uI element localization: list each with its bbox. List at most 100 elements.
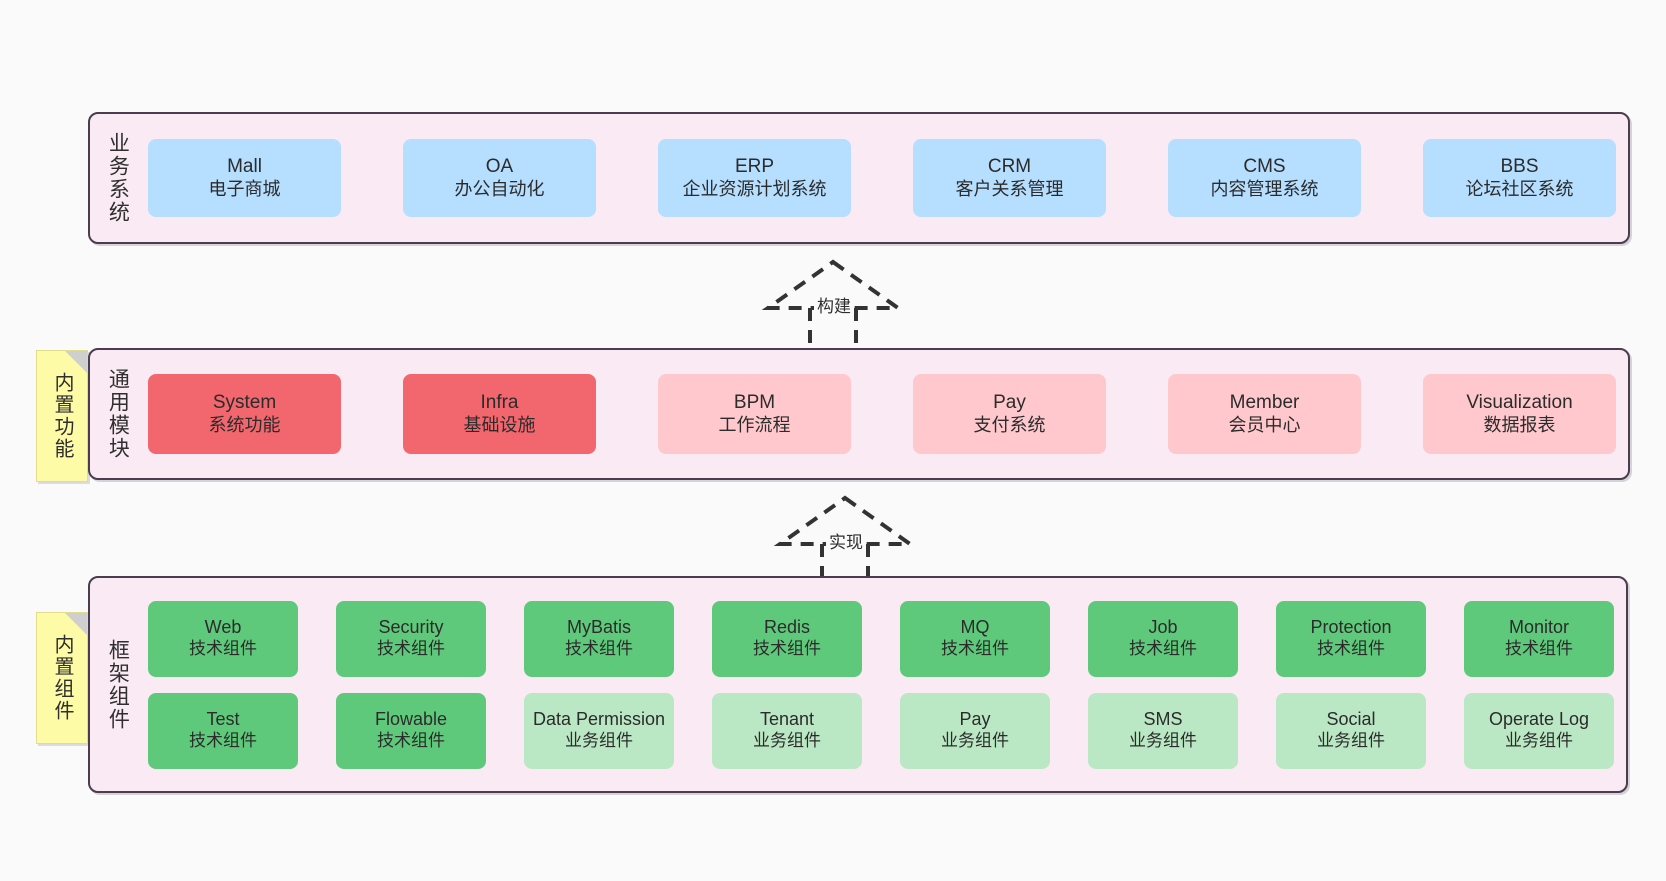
card-cms-desc: 内容管理系统 xyxy=(1210,178,1319,199)
layer-framework-row-tech: Web 技术组件 Security 技术组件 MyBatis 技术组件 Redi… xyxy=(148,600,1614,677)
card-infra[interactable]: Infra 基础设施 xyxy=(403,374,596,454)
card-social[interactable]: Social 业务组件 xyxy=(1276,692,1426,769)
card-erp-desc: 企业资源计划系统 xyxy=(682,178,827,199)
layer-framework-inner: 框架组件 Web 技术组件 Security 技术组件 MyBatis 技术组件 xyxy=(90,578,1626,791)
card-redis-name: Redis xyxy=(763,617,811,638)
card-test[interactable]: Test 技术组件 xyxy=(148,692,298,769)
card-erp[interactable]: ERP 企业资源计划系统 xyxy=(658,139,851,217)
card-web[interactable]: Web 技术组件 xyxy=(148,600,298,677)
card-social-name: Social xyxy=(1326,709,1376,730)
card-member-name: Member xyxy=(1229,392,1300,414)
card-visualization[interactable]: Visualization 数据报表 xyxy=(1423,374,1616,454)
card-mybatis-name: MyBatis xyxy=(566,617,631,638)
card-flowable-desc: 技术组件 xyxy=(377,731,445,751)
layer-business-system[interactable]: 业务系统 Mall 电子商城 OA 办公自动化 ERP 企业资源计划系统 xyxy=(88,112,1630,244)
card-operate-log[interactable]: Operate Log 业务组件 xyxy=(1464,692,1614,769)
card-mq-desc: 技术组件 xyxy=(941,639,1009,659)
card-redis[interactable]: Redis 技术组件 xyxy=(712,600,862,677)
card-flowable[interactable]: Flowable 技术组件 xyxy=(336,692,486,769)
layer-framework-component[interactable]: 框架组件 Web 技术组件 Security 技术组件 MyBatis 技术组件 xyxy=(88,576,1628,793)
card-monitor-desc: 技术组件 xyxy=(1505,639,1573,659)
card-flowable-name: Flowable xyxy=(374,709,448,730)
card-tenant[interactable]: Tenant 业务组件 xyxy=(712,692,862,769)
card-mall[interactable]: Mall 电子商城 xyxy=(148,139,341,217)
card-system-name: System xyxy=(212,392,277,414)
layer-business-row: Mall 电子商城 OA 办公自动化 ERP 企业资源计划系统 CRM 客户关系… xyxy=(148,139,1616,217)
sticky-note-builtin-function[interactable]: 内置功能 xyxy=(36,350,88,482)
card-cms[interactable]: CMS 内容管理系统 xyxy=(1168,139,1361,217)
card-pay-component-name: Pay xyxy=(959,709,991,730)
card-pay-module-desc: 支付系统 xyxy=(973,414,1046,435)
layer-framework-title: 框架组件 xyxy=(106,638,130,731)
layer-business-inner: 业务系统 Mall 电子商城 OA 办公自动化 ERP 企业资源计划系统 xyxy=(90,114,1628,242)
card-mall-name: Mall xyxy=(227,156,262,178)
card-infra-desc: 基础设施 xyxy=(463,414,536,435)
card-test-name: Test xyxy=(206,709,240,730)
card-security-name: Security xyxy=(378,617,444,638)
card-bbs[interactable]: BBS 论坛社区系统 xyxy=(1423,139,1616,217)
card-bpm-desc: 工作流程 xyxy=(718,414,791,435)
card-mall-desc: 电子商城 xyxy=(208,178,281,199)
layer-framework-body: Web 技术组件 Security 技术组件 MyBatis 技术组件 Redi… xyxy=(134,588,1614,781)
card-visualization-desc: 数据报表 xyxy=(1483,414,1556,435)
card-bpm-name: BPM xyxy=(733,392,776,414)
card-security[interactable]: Security 技术组件 xyxy=(336,600,486,677)
card-protection[interactable]: Protection 技术组件 xyxy=(1276,600,1426,677)
card-bpm[interactable]: BPM 工作流程 xyxy=(658,374,851,454)
card-pay-module[interactable]: Pay 支付系统 xyxy=(913,374,1106,454)
layer-business-title: 业务系统 xyxy=(106,132,130,224)
card-bbs-name: BBS xyxy=(1500,156,1539,178)
card-visualization-name: Visualization xyxy=(1466,392,1573,414)
card-pay-component-desc: 业务组件 xyxy=(941,731,1009,751)
card-web-desc: 技术组件 xyxy=(189,639,257,659)
card-crm-name: CRM xyxy=(987,156,1032,178)
card-job-name: Job xyxy=(1148,617,1178,638)
card-monitor-name: Monitor xyxy=(1508,617,1570,638)
card-job-desc: 技术组件 xyxy=(1129,639,1197,659)
card-redis-desc: 技术组件 xyxy=(753,639,821,659)
card-sms-name: SMS xyxy=(1143,709,1183,730)
card-security-desc: 技术组件 xyxy=(377,639,445,659)
card-erp-name: ERP xyxy=(734,156,775,178)
card-test-desc: 技术组件 xyxy=(189,731,257,751)
connector-implement-label: 实现 xyxy=(826,528,866,553)
sticky-note-builtin-component-label: 内置组件 xyxy=(51,634,73,722)
card-bbs-desc: 论坛社区系统 xyxy=(1465,178,1574,199)
card-sms-desc: 业务组件 xyxy=(1129,731,1197,751)
card-sms[interactable]: SMS 业务组件 xyxy=(1088,692,1238,769)
card-system-desc: 系统功能 xyxy=(208,414,281,435)
card-monitor[interactable]: Monitor 技术组件 xyxy=(1464,600,1614,677)
card-member[interactable]: Member 会员中心 xyxy=(1168,374,1361,454)
card-operate-log-desc: 业务组件 xyxy=(1505,731,1573,751)
card-protection-desc: 技术组件 xyxy=(1317,639,1385,659)
sticky-fold-icon xyxy=(65,613,87,635)
card-mybatis-desc: 技术组件 xyxy=(565,639,633,659)
card-job[interactable]: Job 技术组件 xyxy=(1088,600,1238,677)
connector-implement: 实现 xyxy=(770,492,920,582)
card-social-desc: 业务组件 xyxy=(1317,731,1385,751)
card-mq[interactable]: MQ 技术组件 xyxy=(900,600,1050,677)
card-tenant-desc: 业务组件 xyxy=(753,731,821,751)
layer-module-row: System 系统功能 Infra 基础设施 BPM 工作流程 Pay 支付系统 xyxy=(148,374,1616,454)
card-member-desc: 会员中心 xyxy=(1228,414,1301,435)
sticky-note-builtin-function-label: 内置功能 xyxy=(51,372,73,460)
sticky-note-builtin-component[interactable]: 内置组件 xyxy=(36,612,88,744)
card-pay-module-name: Pay xyxy=(993,392,1026,414)
card-oa[interactable]: OA 办公自动化 xyxy=(403,139,596,217)
card-data-permission[interactable]: Data Permission 业务组件 xyxy=(524,692,674,769)
card-infra-name: Infra xyxy=(480,392,519,414)
layer-common-module[interactable]: 通用模块 System 系统功能 Infra 基础设施 BPM 工作流程 xyxy=(88,348,1630,480)
card-crm[interactable]: CRM 客户关系管理 xyxy=(913,139,1106,217)
card-oa-name: OA xyxy=(485,156,514,178)
card-oa-desc: 办公自动化 xyxy=(454,178,545,199)
card-pay-component[interactable]: Pay 业务组件 xyxy=(900,692,1050,769)
sticky-fold-icon xyxy=(65,351,87,373)
layer-framework-row-biz: Test 技术组件 Flowable 技术组件 Data Permission … xyxy=(148,692,1614,769)
layer-module-inner: 通用模块 System 系统功能 Infra 基础设施 BPM 工作流程 xyxy=(90,350,1628,478)
card-tenant-name: Tenant xyxy=(759,709,815,730)
card-mybatis[interactable]: MyBatis 技术组件 xyxy=(524,600,674,677)
card-operate-log-name: Operate Log xyxy=(1488,709,1590,730)
card-system[interactable]: System 系统功能 xyxy=(148,374,341,454)
card-mq-name: MQ xyxy=(960,617,990,638)
